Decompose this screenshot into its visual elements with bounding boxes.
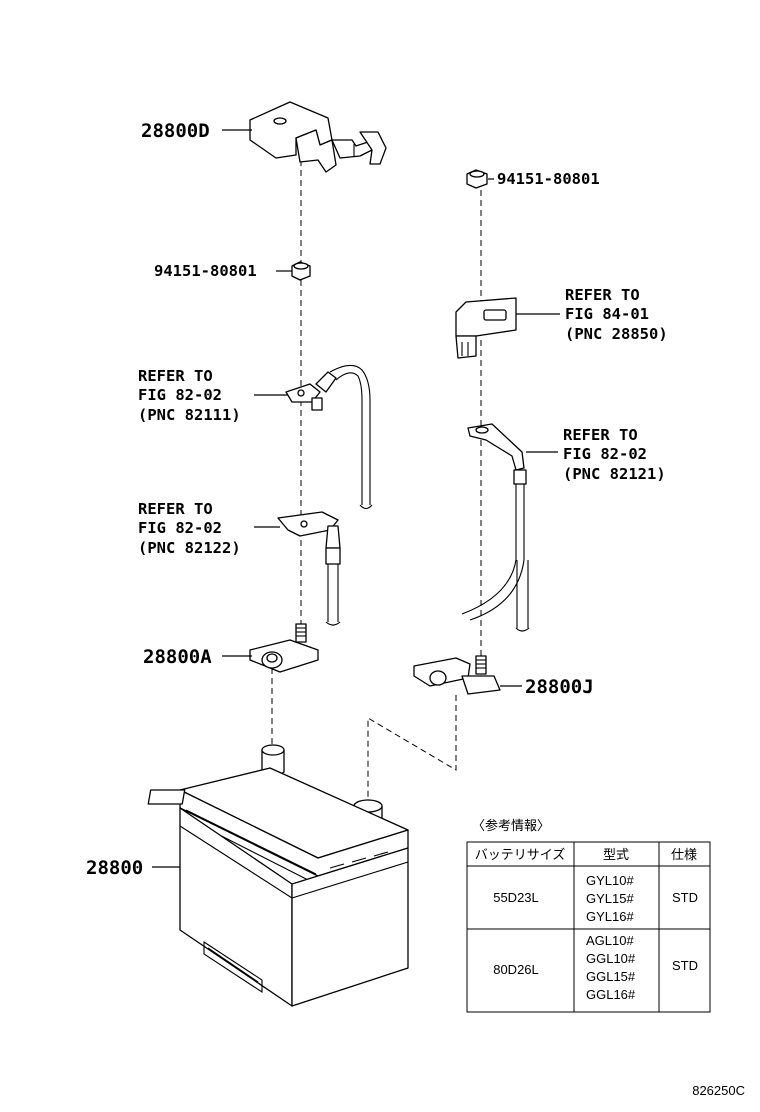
row2-size: 80D26L [493, 962, 539, 977]
ref-fig-82-02-b: REFER TO FIG 82-02 (PNC 82121) [563, 426, 666, 483]
ref-line: (PNC 82111) [138, 406, 241, 424]
row1-model: GYL16# [586, 909, 634, 924]
row1-spec: STD [672, 890, 698, 905]
label-battery: 28800 [86, 857, 143, 879]
row1-size: 55D23L [493, 890, 539, 905]
ref-line: (PNC 82122) [138, 539, 241, 557]
ref-line: (PNC 82121) [563, 465, 666, 483]
label-nut-left: 94151-80801 [154, 262, 257, 280]
ref-fig-82-02-c: REFER TO FIG 82-02 (PNC 82122) [138, 500, 241, 557]
row2-spec: STD [672, 958, 698, 973]
row2-model: AGL10# [586, 933, 634, 948]
cable-82121-part [461, 423, 530, 632]
ref-line: REFER TO [563, 426, 638, 444]
ref-line: FIG 84-01 [565, 305, 649, 323]
header-model: 型式 [603, 848, 629, 863]
row2-model: GGL16# [586, 987, 636, 1002]
label-nut-right: 94151-80801 [497, 170, 600, 188]
row1-model: GYL15# [586, 891, 634, 906]
nut-left-part [291, 261, 311, 281]
ref-line: REFER TO [138, 500, 213, 518]
reference-table: 〈参考情報〉 バッテリサイズ 型式 仕様 55D23L GYL10# GYL15… [466, 818, 711, 1013]
figure-code: 826250C [692, 1083, 745, 1098]
row2-model: GGL10# [586, 951, 636, 966]
cable-82111-part [285, 364, 373, 510]
header-spec: 仕様 [671, 848, 697, 863]
ref-line: REFER TO [565, 286, 640, 304]
leader-lines [152, 129, 560, 868]
battery-part [147, 744, 409, 1007]
terminal-cover-part [249, 101, 387, 173]
ref-line: FIG 82-02 [138, 386, 222, 404]
ref-line: (PNC 28850) [565, 325, 668, 343]
ref-line: REFER TO [138, 367, 213, 385]
ref-line: FIG 82-02 [563, 445, 647, 463]
ref-fig-84-01: REFER TO FIG 84-01 (PNC 28850) [565, 286, 668, 343]
ref-line: FIG 82-02 [138, 519, 222, 537]
ref-fig-82-02-a: REFER TO FIG 82-02 (PNC 82111) [138, 367, 241, 424]
row1-model: GYL10# [586, 873, 634, 888]
label-clamp-a: 28800A [143, 646, 212, 668]
cable-82122-part [277, 511, 341, 626]
assembly-lines [271, 160, 482, 800]
row2-model: GGL15# [586, 969, 636, 984]
label-clamp-j: 28800J [525, 676, 594, 698]
table-caption: 〈参考情報〉 [472, 818, 550, 834]
clamp-28800a-part [249, 623, 319, 673]
sensor-28850-part [455, 297, 517, 359]
nut-right-part [466, 169, 488, 189]
clamp-28800j-part [413, 655, 501, 695]
header-size: バッテリサイズ [475, 847, 566, 863]
label-terminal-cover: 28800D [141, 120, 210, 142]
